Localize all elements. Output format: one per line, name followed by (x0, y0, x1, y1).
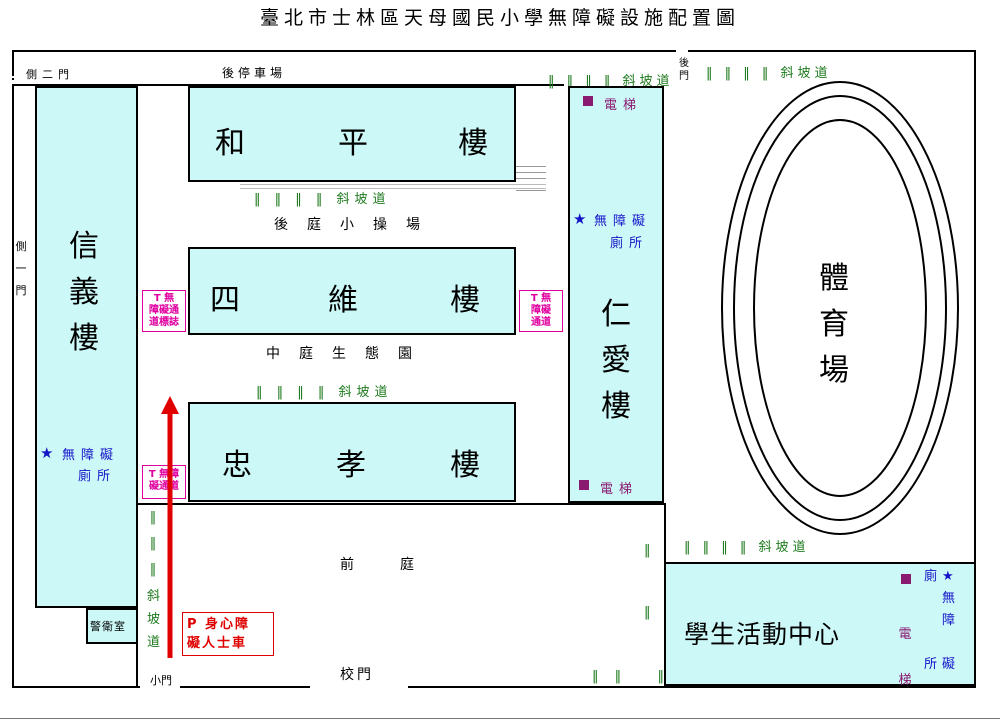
side-gate-2-label: 側二門 (26, 68, 74, 81)
sign-line: T 無 (530, 293, 552, 304)
accessible-toilet-xinyi-line2: 廁所 (78, 469, 117, 484)
front-yard-label: 前庭 (340, 557, 460, 573)
inner-wall-top (14, 84, 564, 86)
ramp-hatch-icon: ‖ ‖ ‖ ‖ (254, 192, 337, 207)
back-gate-label: 後門 (679, 58, 689, 82)
sign-line: T 無障 (148, 469, 180, 480)
building-heping (188, 86, 516, 182)
toilet-char: 礙 (942, 657, 956, 672)
page-title: 臺北市士林區天母國民小學無障礙設施配置圖 (259, 7, 740, 29)
toilet-char: 所 (924, 657, 938, 672)
outer-wall-right (974, 50, 976, 688)
ramp-left-hatch: ‖‖‖ (149, 510, 157, 577)
route-arrow-icon (161, 396, 179, 658)
activity-center-label: 學生活動中心 (684, 620, 841, 649)
zhongxiao-char-2: 孝 (336, 448, 366, 483)
heping-ramp-hatch (240, 184, 546, 192)
middle-garden-label: 中庭生態園 (266, 346, 431, 362)
sports-track (721, 81, 959, 535)
small-gate-label: 小門 (150, 674, 172, 687)
building-zhongxiao (188, 402, 516, 502)
sign-line: 障礙 (531, 305, 551, 316)
back-playground-label: 後庭小操場 (274, 217, 439, 233)
ramp-label: 斜坡道 (338, 385, 393, 400)
ramp-activity-top: ‖ ‖ ‖ ‖ 斜坡道 (684, 536, 810, 555)
ramp-label: 斜坡道 (780, 66, 832, 81)
building-renai (568, 86, 664, 503)
guard-room-label: 警衛室 (90, 620, 126, 633)
toilet-char: 障 (942, 613, 956, 628)
ramp-bottom-hatch: ‖ ‖ ‖ (592, 669, 671, 684)
side-gate-1-label: 側一門 (15, 240, 27, 297)
school-gate-label: 校門 (340, 667, 374, 683)
sign-line: T 無 (153, 293, 175, 304)
elevator-label-bottom: 電梯 (600, 482, 639, 497)
ramp-label: 斜坡道 (622, 74, 674, 89)
elevator-label-activity: 電梯 (898, 627, 912, 688)
sign-line: 道標誌 (149, 317, 179, 328)
ramp-left-label: 斜坡道 (147, 589, 161, 650)
sign-line: 通道 (531, 317, 551, 328)
sign-line: 障礙通 (149, 305, 179, 316)
outer-wall-top-right (688, 50, 976, 52)
siwei-char-2: 維 (328, 283, 358, 318)
elevator-label-top: 電梯 (604, 98, 643, 113)
elevator-icon (583, 96, 593, 106)
outer-wall-top-left (12, 50, 676, 52)
side-gate-2-dashes (12, 58, 16, 80)
accessible-sign-right-top: T 無 障礙 通道 (519, 290, 563, 332)
ramp-right-vertical-top: ‖‖ (644, 543, 651, 620)
outer-wall-bottom-left (12, 686, 140, 688)
back-parking-label: 後停車場 (222, 66, 287, 80)
guard-room (86, 608, 138, 644)
parking-line: P 身心障 (187, 617, 251, 632)
accessible-toilet-renai-line1: 無障礙 (594, 214, 652, 229)
parking-line: 礙人士車 (187, 636, 248, 651)
elevator-icon (579, 480, 589, 490)
ramp-zhongxiao: ‖ ‖ ‖ ‖ 斜坡道 (256, 381, 393, 400)
accessible-toilet-icon: ★ (573, 210, 587, 228)
disabled-parking-sign: P 身心障 礙人士車 (182, 612, 274, 656)
ramp-label: 斜坡道 (336, 192, 391, 207)
inner-wall-front (138, 503, 664, 505)
toilet-char: 無 (942, 591, 956, 606)
accessible-sign-left-bottom: T 無障 礙通道 (142, 465, 186, 499)
siwei-char-3: 樓 (450, 283, 480, 318)
heping-char-2: 平 (338, 126, 368, 161)
ramp-label: 斜坡道 (758, 540, 810, 555)
elevator-icon (901, 574, 911, 584)
heping-char-1: 和 (215, 126, 245, 161)
building-renai-label: 仁愛樓 (601, 297, 631, 424)
ramp-hatch-icon: ‖ ‖ ‖ ‖ (706, 66, 781, 81)
sign-line: 礙通道 (149, 481, 179, 492)
heping-char-3: 樓 (458, 126, 488, 161)
building-siwei (188, 247, 516, 335)
sports-field-label: 體育場 (819, 261, 849, 388)
toilet-char: 廁 (924, 569, 938, 584)
accessible-toilet-renai-line2: 廁所 (610, 236, 649, 251)
zhongxiao-char-1: 忠 (222, 448, 252, 483)
accessible-toilet-activity-label: 廁 ★ 無 障 所 礙 (924, 566, 960, 684)
siwei-char-1: 四 (210, 283, 240, 318)
outer-wall-bottom-right (408, 686, 976, 688)
page-bottom-line (0, 718, 1000, 719)
accessible-toilet-icon: ★ (40, 444, 54, 462)
building-activity-center (664, 562, 976, 686)
ramp-top-renai: ‖ ‖ ‖ ‖ 斜坡道 (548, 70, 674, 89)
accessible-toilet-icon: ★ (942, 569, 954, 584)
ramp-hatch-icon: ‖ ‖ ‖ ‖ (684, 540, 759, 555)
accessible-sign-left-top: T 無 障礙通 道標誌 (142, 290, 186, 332)
accessible-toilet-xinyi-line1: 無障礙 (62, 448, 120, 463)
outer-wall-bottom-mid (180, 686, 310, 688)
ramp-hatch-icon: ‖ ‖ ‖ ‖ (256, 385, 339, 400)
ramp-hatch-icon: ‖ ‖ ‖ ‖ (548, 74, 623, 89)
ramp-top-back-gate: ‖ ‖ ‖ ‖ 斜坡道 (706, 62, 832, 81)
building-xinyi-label: 信義樓 (69, 229, 99, 356)
zhongxiao-char-3: 樓 (450, 448, 480, 483)
outer-wall-left (12, 84, 14, 688)
ramp-heping: ‖ ‖ ‖ ‖ 斜坡道 (254, 188, 391, 207)
building-xinyi (35, 86, 138, 608)
